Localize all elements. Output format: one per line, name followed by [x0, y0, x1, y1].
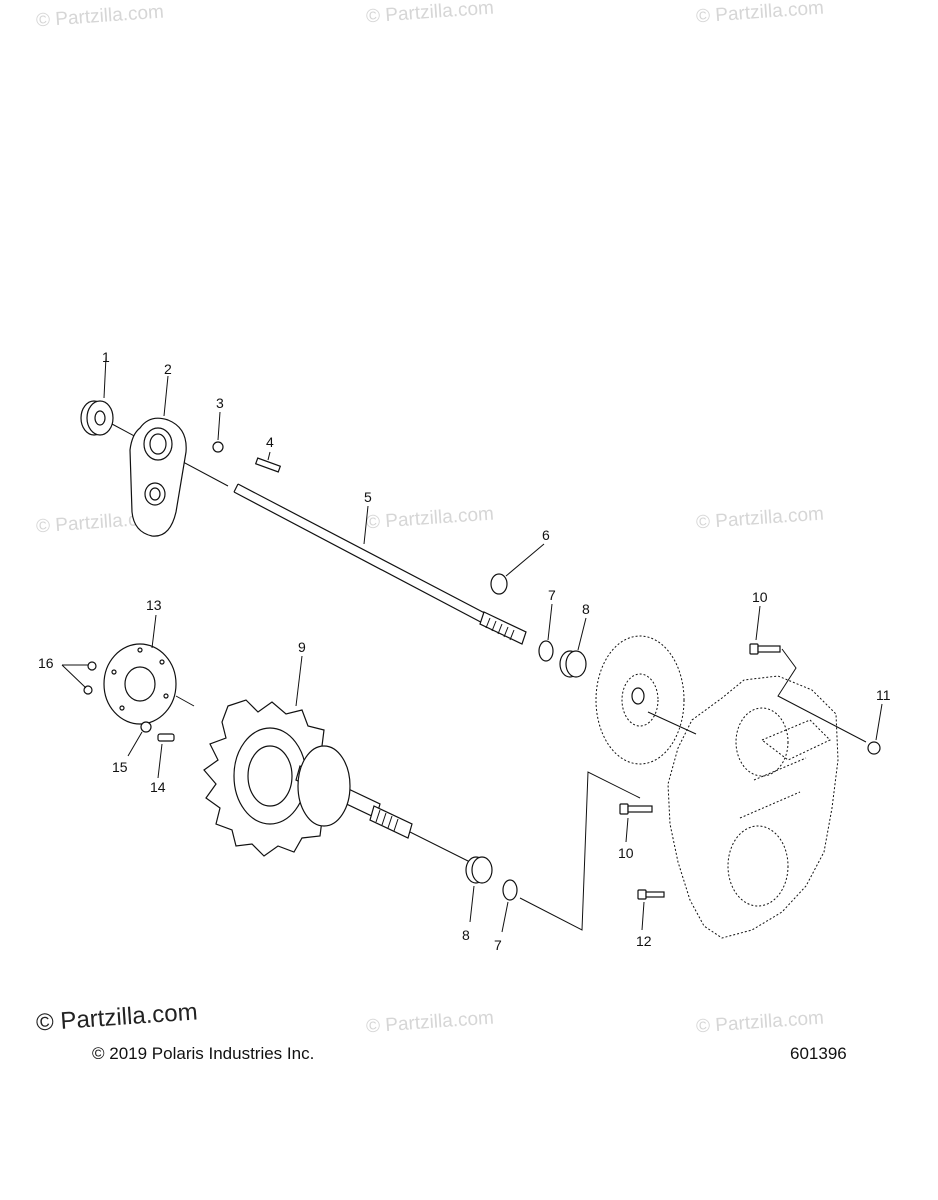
part-10-bolt-upper: [749, 643, 781, 655]
part-10-bolt-lower: [619, 803, 653, 815]
callout-8b: 8: [462, 927, 470, 943]
leader-14: [157, 743, 163, 779]
part-3-nut: [212, 441, 224, 453]
assembly-line: [777, 648, 867, 743]
leader-16: [61, 664, 87, 689]
leader-11: [875, 703, 883, 741]
leader-8b: [469, 885, 475, 923]
part-7-o-ring-upper: [538, 640, 554, 662]
callout-10a: 10: [752, 589, 768, 605]
leader-15: [127, 731, 143, 757]
callout-5: 5: [364, 489, 372, 505]
leader-10b: [625, 817, 629, 843]
leader-1: [103, 356, 107, 399]
part-5-shaft: [233, 483, 527, 645]
leader-4: [267, 451, 271, 461]
leader-10a: [755, 605, 761, 641]
callout-3: 3: [216, 395, 224, 411]
assembly-line: [519, 771, 641, 931]
part-15-washer: [140, 721, 152, 733]
leader-3: [217, 411, 221, 441]
leader-6: [505, 543, 545, 577]
leader-13: [151, 614, 157, 649]
diagram-id: 601396: [790, 1044, 847, 1063]
leader-2: [163, 375, 169, 417]
callout-4: 4: [266, 434, 274, 450]
leader-9: [295, 655, 303, 707]
part-4-key: [254, 457, 282, 473]
leader-7a: [547, 603, 553, 641]
callout-9: 9: [298, 639, 306, 655]
part-11-nut: [867, 741, 881, 755]
callout-7b: 7: [494, 937, 502, 953]
part-9-drive-sprocket: [203, 699, 413, 857]
leader-5: [363, 505, 369, 545]
part-6-o-ring: [490, 573, 508, 595]
part-8-sleeve-lower: [465, 856, 493, 884]
part-1-bushing: [80, 400, 114, 436]
callout-15: 15: [112, 759, 128, 775]
callout-13: 13: [146, 597, 162, 613]
callout-7a: 7: [548, 587, 556, 603]
copyright-text: © 2019 Polaris Industries Inc.: [92, 1044, 315, 1063]
driven-gear: [595, 635, 685, 765]
part-16-nuts: [83, 661, 97, 695]
callout-11: 11: [876, 687, 891, 703]
callout-6: 6: [542, 527, 550, 543]
axis-line: [647, 711, 697, 735]
part-13-flange-plate: [103, 643, 177, 725]
callout-1: 1: [102, 349, 110, 365]
part-14-stud: [157, 733, 175, 742]
callout-12: 12: [636, 933, 652, 949]
leader-12: [641, 901, 645, 931]
part-12-bolt: [637, 889, 665, 900]
callout-16: 16: [38, 655, 54, 671]
part-2-bearing-plate: [129, 417, 187, 537]
gear-case-housing: [667, 675, 839, 939]
part-7-o-ring-lower: [502, 879, 518, 901]
callout-14: 14: [150, 779, 166, 795]
callout-8a: 8: [582, 601, 590, 617]
leader-8a: [577, 617, 587, 651]
callout-10b: 10: [618, 845, 634, 861]
callout-2: 2: [164, 361, 172, 377]
part-8-sleeve-upper: [559, 650, 587, 678]
leader-7b: [501, 901, 509, 933]
axis-line: [175, 695, 195, 707]
axis-line: [409, 831, 471, 863]
